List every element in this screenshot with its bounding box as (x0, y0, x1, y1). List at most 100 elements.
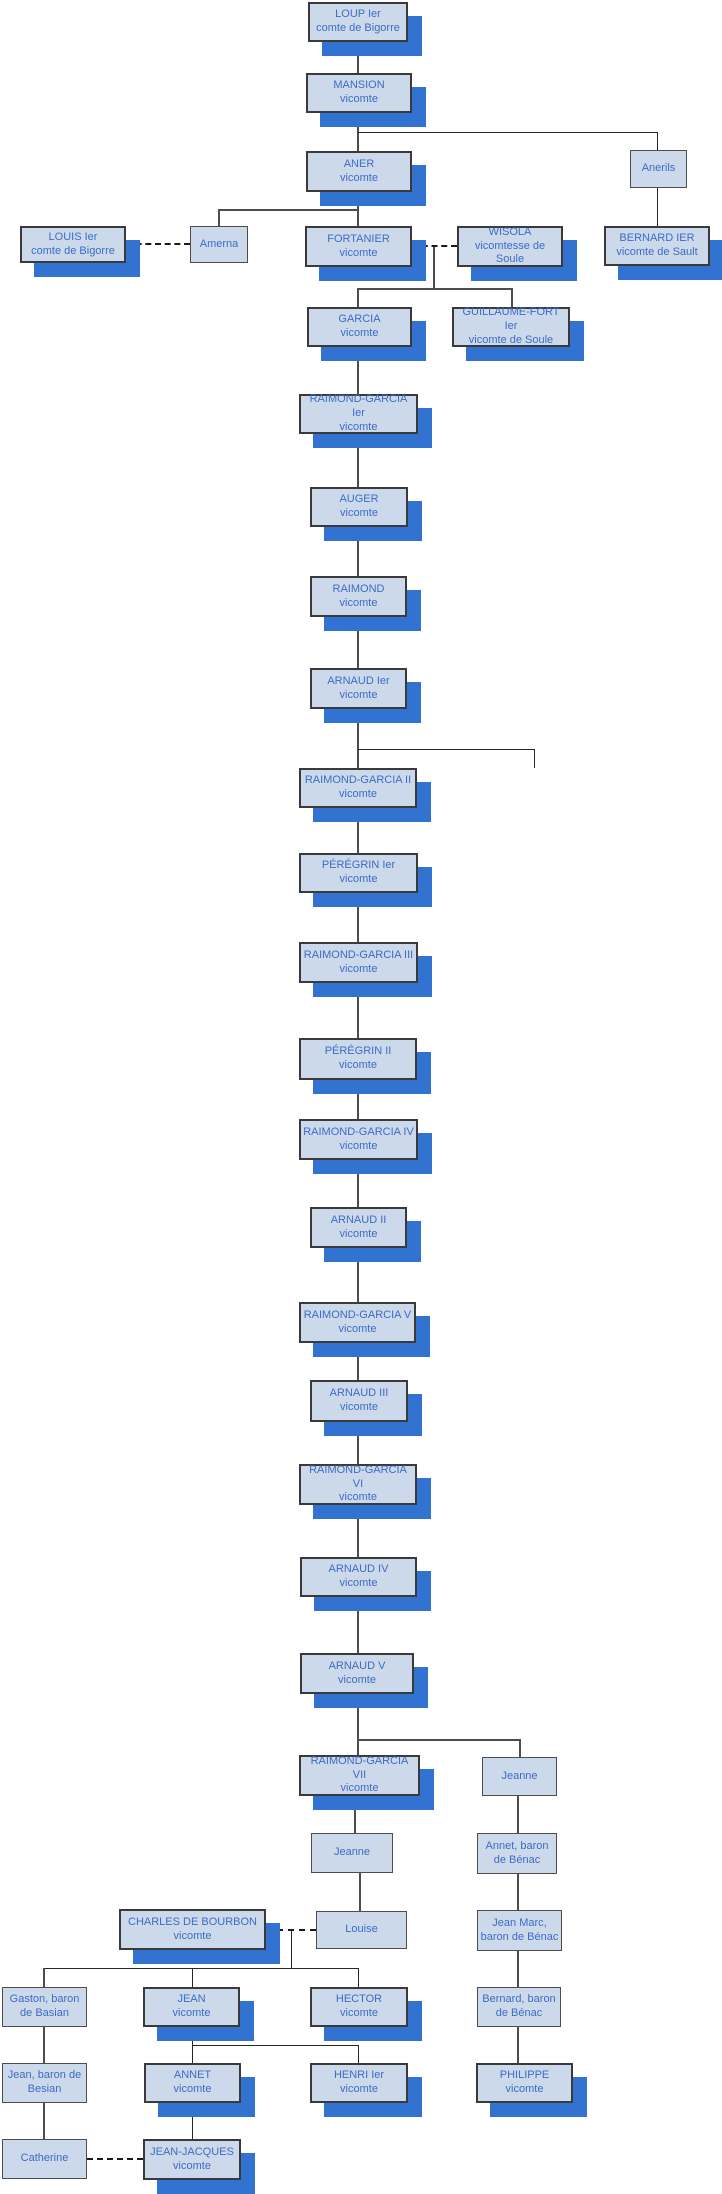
marriage-dashed-line (412, 245, 457, 247)
person-name: ARNAUD Ier (327, 674, 390, 687)
person-title: vicomte (339, 1059, 377, 1071)
person-title: vicomte (340, 2007, 378, 2019)
person-name: JEAN (177, 1993, 206, 2006)
person-name: Jean Marc, baron de Bénac (480, 1916, 559, 1943)
connector-line (43, 1968, 45, 1987)
person-name: RAIMOND (332, 582, 385, 595)
node-jean-besian: Jean, baron de Besian (2, 2063, 87, 2103)
person-title: vicomte (340, 327, 379, 339)
connector-line (192, 2045, 359, 2046)
person-name: Bernard, baron de Bénac (482, 1993, 556, 2019)
node-louise: Louise (316, 1911, 407, 1949)
node-louis-ier: LOUIS Ier comte de Bigorre (20, 226, 126, 263)
node-raimond-garcia-3: RAIMOND-GARCIA III vicomte (299, 942, 418, 983)
connector-line (357, 1694, 359, 1755)
node-raimond-garcia-5: RAIMOND-GARCIA V vicomte (299, 1302, 416, 1343)
node-raimond-garcia-1: RAIMOND-GARCIA Ier vicomte (299, 393, 418, 434)
person-name: ANER (343, 157, 375, 170)
person-name: JEAN-JACQUES (150, 2145, 234, 2158)
person-name: AUGER (339, 493, 379, 506)
person-title: vicomte (173, 2083, 212, 2095)
connector-line (357, 1080, 359, 1119)
person-title: vicomte (172, 2007, 211, 2019)
connector-line (43, 2103, 45, 2139)
person-title: vicomte (339, 962, 378, 975)
person-title: vicomte (339, 688, 378, 701)
node-peregrin-1: PÉRÉGRIN Ier vicomte (299, 853, 418, 893)
node-fortanier: FORTANIER vicomte (305, 226, 412, 267)
node-annet-baron-benac: Annet, baron de Bénac (477, 1833, 557, 1874)
connector-line (359, 1873, 361, 1911)
marriage-dashed-line (87, 2158, 143, 2160)
connector-line (219, 209, 358, 211)
connector-line (357, 42, 359, 73)
person-title: vicomte (339, 1491, 377, 1504)
connector-line (511, 288, 513, 307)
node-jean-marc-benac: Jean Marc, baron de Bénac (477, 1910, 562, 1951)
person-name: RAIMOND-GARCIA Ier (309, 393, 408, 420)
person-name: Catherine (20, 2152, 69, 2165)
node-bernard-ier: BERNARD IER vicomte de Sault (604, 226, 710, 266)
person-title: comte de Bigorre (316, 22, 400, 34)
node-anerils: Anerils (630, 150, 687, 188)
node-annet: ANNET vicomte (144, 2063, 241, 2103)
node-amerna: Amerna (190, 226, 248, 263)
person-name: ARNAUD IV (328, 1563, 389, 1576)
node-wisola: WISOLA vicomtesse de Soule (457, 226, 563, 267)
person-name: PHILIPPE (499, 2069, 550, 2082)
person-name: RAIMOND-GARCIA VII (310, 1754, 409, 1781)
person-title: vicomte (339, 246, 378, 259)
person-name: Annet, baron de Bénac (485, 1839, 549, 1866)
connector-line (357, 288, 513, 290)
person-title: vicomte (339, 1577, 378, 1589)
node-bernard-benac: Bernard, baron de Bénac (477, 1987, 561, 2027)
node-jeanne-benac: Jeanne (482, 1757, 557, 1796)
person-name: FORTANIER (327, 232, 390, 245)
connector-line (357, 288, 359, 307)
node-garcia: GARCIA vicomte (307, 307, 412, 347)
person-name: Louise (345, 1923, 378, 1936)
person-name: PÉRÉGRIN Ier (321, 859, 396, 872)
node-jean: JEAN vicomte (143, 1987, 240, 2027)
connector-line (517, 1874, 519, 1910)
marriage-dashed-line (126, 243, 190, 245)
person-name: HECTOR (335, 1993, 383, 2006)
node-jean-jacques: JEAN-JACQUES vicomte (143, 2139, 241, 2180)
person-name: PÉRÉGRIN II (324, 1045, 392, 1058)
node-raimond-garcia-4: RAIMOND-GARCIA IV vicomte (299, 1119, 418, 1160)
person-title: vicomte (339, 1139, 378, 1152)
node-catherine: Catherine (2, 2139, 87, 2179)
person-name: ARNAUD II (330, 1213, 387, 1226)
person-name: RAIMOND-GARCIA VI (309, 1463, 407, 1490)
person-title: vicomte de Sault (616, 246, 698, 258)
person-name: LOUP Ier (335, 8, 381, 21)
connector-line (354, 1796, 356, 1833)
connector-line-stub (358, 749, 534, 750)
connector-line (357, 1160, 359, 1207)
node-philippe: PHILIPPE vicomte (476, 2063, 573, 2103)
connector-line (358, 2045, 359, 2063)
connector-line (357, 893, 359, 942)
person-name: RAIMOND-GARCIA V (303, 1308, 412, 1321)
person-title: vicomte (339, 873, 378, 885)
person-title: vicomte (173, 1929, 212, 1942)
node-arnaud-3: ARNAUD III vicomte (310, 1380, 408, 1422)
connector-line (192, 1968, 193, 1987)
connector-line (44, 1968, 359, 1969)
connector-line (358, 132, 657, 133)
person-name: BERNARD IER (619, 232, 695, 245)
node-arnaud-1: ARNAUD Ier vicomte (310, 668, 407, 709)
connector-line (357, 1505, 359, 1557)
person-title: vicomte (338, 1673, 376, 1686)
connector-line (358, 1968, 359, 1987)
connector-line (357, 527, 359, 576)
person-title: vicomte (339, 596, 378, 609)
person-name: Jean, baron de Besian (7, 2069, 82, 2095)
person-title: vicomte (338, 1322, 377, 1335)
person-title: vicomte de Soule (468, 333, 554, 346)
person-name: Gaston, baron de Basian (9, 1993, 80, 2019)
node-arnaud-4: ARNAUD IV vicomte (300, 1557, 417, 1597)
connector-line-stub (534, 749, 535, 768)
connector-line (517, 2027, 519, 2063)
